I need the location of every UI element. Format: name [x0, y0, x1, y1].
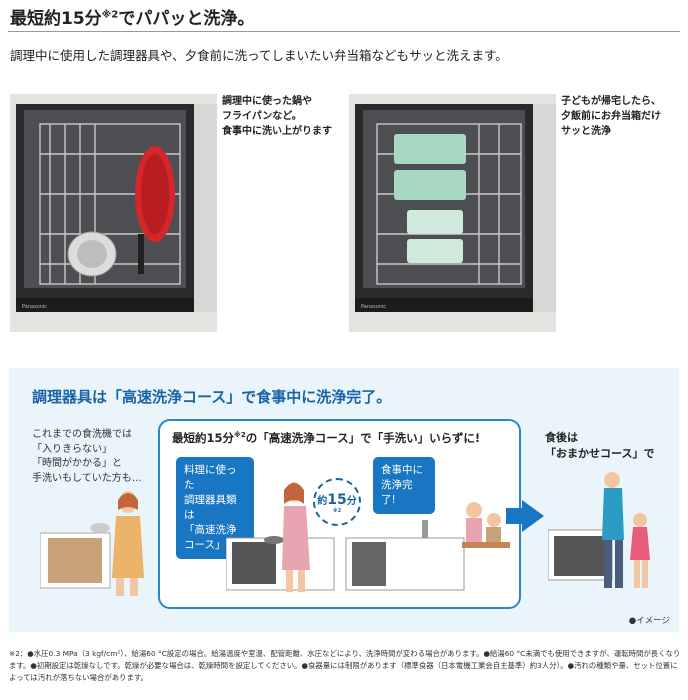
dishwasher-pans-illustration: Panasonic [10, 94, 217, 332]
section-heading: 最短約15分※2でパパッと洗浄。 [10, 4, 254, 29]
fast-course-title-main: 最短約15分 [172, 431, 235, 445]
clock-15min-icon: 約15分 ※2 [313, 478, 361, 526]
clock-number: 15 [327, 492, 347, 508]
woman-handwashing-illustration [40, 491, 144, 596]
clock-unit: 分 [346, 496, 357, 507]
panel-left-note: これまでの食洗機では 「入りきらない」 「時間がかかる」と 手洗いもしていた方も… [32, 429, 142, 484]
heading-text: 最短約15分 [10, 9, 102, 29]
kitchen-scene-illustration [226, 482, 510, 592]
flow-arrow-bar [506, 508, 522, 524]
dishwasher-photo-lunchboxes: Panasonic [349, 94, 556, 332]
heading-divider [8, 31, 680, 32]
clock-text: 約15分 [315, 492, 359, 508]
family-loading-illustration [548, 472, 650, 588]
image-note: ●イメージ [628, 616, 670, 626]
after-meal-note: 食後は 「おまかせコース」で [545, 431, 655, 460]
brand-label-1: Panasonic [22, 304, 47, 310]
heading-suffix: でパパッと洗浄。 [118, 9, 255, 29]
photo-caption-pans: 調理中に使った鍋や フライパンなど。 食事中に洗い上がります [222, 96, 332, 137]
footnote: ※2：●水圧0.3 MPa（3 kgf/cm²）、給湯60 °C設定の場合。給湯… [9, 649, 681, 682]
flow-arrow-icon [522, 500, 544, 532]
fast-course-title: 最短約15分※2の「高速洗浄コース」で「手洗い」いらずに! [172, 430, 480, 446]
fast-course-title-rest: の「高速洗浄コース」で「手洗い」いらずに! [245, 431, 481, 445]
panel-title: 調理器具は「高速洗浄コース」で食事中に洗浄完了。 [32, 388, 392, 406]
fast-course-title-sup: ※2 [234, 431, 246, 440]
dishwasher-photo-pans: Panasonic [10, 94, 217, 332]
brand-label-2: Panasonic [361, 304, 386, 310]
bubble-done-during-meal: 食事中に 洗浄完了! [373, 457, 435, 514]
photo-caption-lunchboxes: 子どもが帰宅したら、 夕飯前にお弁当箱だけ サッと洗浄 [561, 96, 661, 137]
dishwasher-lunchbox-illustration: Panasonic [349, 94, 556, 332]
lead-text: 調理中に使用した調理器具や、夕食前に洗ってしまいたい弁当箱などもサッと洗えます。 [10, 48, 508, 63]
clock-note: ※2 [332, 508, 342, 514]
clock-prefix: 約 [317, 496, 328, 507]
heading-sup: ※2 [101, 9, 119, 21]
